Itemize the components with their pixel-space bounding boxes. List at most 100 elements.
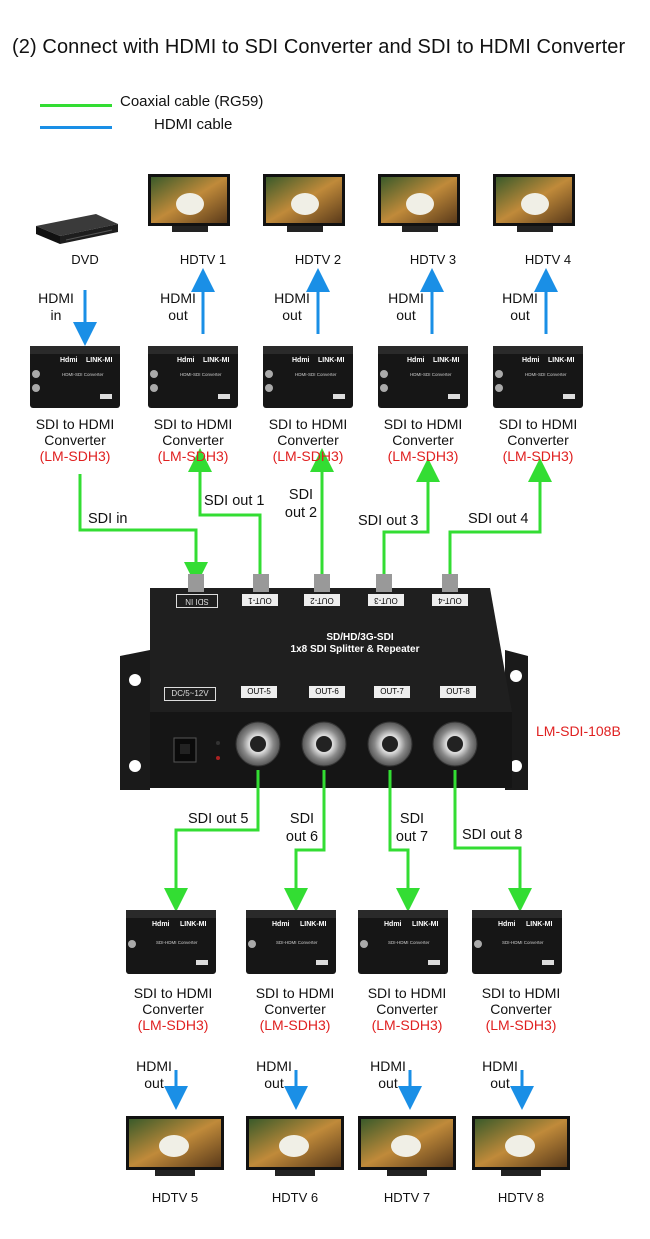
- svg-text:Hdmi: Hdmi: [498, 921, 516, 928]
- converter-label-top-1: SDI to HDMI Converter (LM-SDH3): [35, 416, 115, 464]
- svg-text:LINK-MI: LINK-MI: [300, 921, 326, 928]
- legend-coax-label: Coaxial cable (RG59): [120, 93, 264, 110]
- legend-hdmi-label: HDMI cable: [154, 116, 233, 133]
- svg-text:LINK-MI: LINK-MI: [433, 357, 459, 364]
- converter-icon-bottom-4: Hdmi LINK-MI SDI-HDMI Converter: [472, 910, 562, 974]
- svg-text:HDMI-SDI Converter: HDMI-SDI Converter: [410, 372, 452, 377]
- sdi-in-label: SDI in: [88, 511, 128, 527]
- converter-label-top-2: SDI to HDMI Converter (LM-SDH3): [153, 416, 233, 464]
- splitter-port-sdi-in: SDI IN: [176, 594, 218, 608]
- svg-text:Hdmi: Hdmi: [292, 357, 310, 364]
- splitter-port-out5: OUT-5: [241, 686, 277, 698]
- tv-icon-hdtv8: [472, 1116, 570, 1176]
- svg-text:HDMI-SDI Converter: HDMI-SDI Converter: [180, 372, 222, 377]
- svg-text:LINK-MI: LINK-MI: [412, 921, 438, 928]
- sdi-out8-label: SDI out 8: [462, 827, 523, 843]
- sdi-out1-label: SDI out 1: [204, 493, 265, 509]
- converter-icon-top-2: Hdmi LINK-MI HDMI-SDI Converter: [148, 346, 238, 408]
- dvd-player-icon: [36, 214, 118, 244]
- tv-icon-hdtv2: [263, 174, 345, 232]
- hdmi-in-label: HDMI in: [38, 290, 74, 323]
- splitter-title-line1: SD/HD/3G-SDI: [326, 632, 394, 643]
- tv-icon-hdtv1: [148, 174, 230, 232]
- svg-text:Hdmi: Hdmi: [60, 357, 78, 364]
- sdi-out2-label: SDI out 2: [284, 487, 318, 521]
- svg-text:Hdmi: Hdmi: [407, 357, 425, 364]
- converter-icon-bottom-1: Hdmi LINK-MI SDI-HDMI Converter: [126, 910, 216, 974]
- converter-label-top-3: SDI to HDMI Converter (LM-SDH3): [268, 416, 348, 464]
- svg-text:HDMI-SDI Converter: HDMI-SDI Converter: [295, 372, 337, 377]
- tv-icon-hdtv4: [493, 174, 575, 232]
- page-title: (2) Connect with HDMI to SDI Converter a…: [12, 36, 626, 58]
- converter-icon-top-5: Hdmi LINK-MI HDMI-SDI Converter: [493, 346, 583, 408]
- hdtv7-label: HDTV 7: [383, 1190, 431, 1205]
- hdtv2-label: HDTV 2: [294, 252, 342, 267]
- splitter-port-out7: OUT-7: [374, 686, 410, 698]
- hdmi-out-label-8: HDMI out: [482, 1058, 518, 1091]
- converter-icon-top-4: Hdmi LINK-MI HDMI-SDI Converter: [378, 346, 468, 408]
- converter-icon-top-1: Hdmi LINK-MI HDMI-SDI Converter: [30, 346, 120, 408]
- converter-label-bottom-1: SDI to HDMI Converter (LM-SDH3): [133, 985, 213, 1033]
- svg-text:Hdmi: Hdmi: [384, 921, 402, 928]
- svg-text:LINK-MI: LINK-MI: [318, 357, 344, 364]
- hdmi-out-label-6: HDMI out: [256, 1058, 292, 1091]
- svg-text:Hdmi: Hdmi: [272, 921, 290, 928]
- splitter-port-out6: OUT-6: [309, 686, 345, 698]
- converter-label-top-5: SDI to HDMI Converter (LM-SDH3): [498, 416, 578, 464]
- svg-text:LINK-MI: LINK-MI: [203, 357, 229, 364]
- hdtv1-label: HDTV 1: [179, 252, 227, 267]
- hdmi-out-label-2: HDMI out: [274, 290, 310, 323]
- sdi-out4-label: SDI out 4: [468, 511, 529, 527]
- hdtv5-label: HDTV 5: [151, 1190, 199, 1205]
- hdtv4-label: HDTV 4: [524, 252, 572, 267]
- tv-icon-hdtv5: [126, 1116, 224, 1176]
- splitter-power-label: DC/5~12V: [164, 687, 216, 701]
- hdtv8-label: HDTV 8: [497, 1190, 545, 1205]
- tv-icon-hdtv7: [358, 1116, 456, 1176]
- hdmi-out-label-7: HDMI out: [370, 1058, 406, 1091]
- hdmi-out-label-3: HDMI out: [388, 290, 424, 323]
- svg-text:HDMI-SDI Converter: HDMI-SDI Converter: [525, 372, 567, 377]
- svg-text:SDI-HDMI Converter: SDI-HDMI Converter: [156, 940, 198, 945]
- hdmi-out-label-5: HDMI out: [136, 1058, 172, 1091]
- legend-coax-line: [40, 104, 112, 107]
- splitter-port-out8: OUT-8: [440, 686, 476, 698]
- svg-text:SDI-HDMI Converter: SDI-HDMI Converter: [388, 940, 430, 945]
- hdmi-out-label-1: HDMI out: [160, 290, 196, 323]
- splitter-port-out1: OUT-1: [242, 594, 278, 606]
- svg-text:LINK-MI: LINK-MI: [180, 921, 206, 928]
- dvd-label: DVD: [71, 252, 99, 267]
- converter-label-bottom-4: SDI to HDMI Converter (LM-SDH3): [481, 985, 561, 1033]
- svg-text:LINK-MI: LINK-MI: [548, 357, 574, 364]
- splitter-device-icon: [120, 574, 528, 790]
- svg-text:SDI-HDMI Converter: SDI-HDMI Converter: [276, 940, 318, 945]
- converter-icon-bottom-2: Hdmi LINK-MI SDI-HDMI Converter: [246, 910, 336, 974]
- svg-text:LINK-MI: LINK-MI: [526, 921, 552, 928]
- sdi-out6-label: SDI out 6: [285, 811, 319, 845]
- svg-text:Hdmi: Hdmi: [177, 357, 195, 364]
- hdtv6-label: HDTV 6: [271, 1190, 319, 1205]
- legend-hdmi-line: [40, 126, 112, 129]
- converter-label-bottom-2: SDI to HDMI Converter (LM-SDH3): [255, 985, 335, 1033]
- sdi-out3-label: SDI out 3: [358, 513, 419, 529]
- converter-label-bottom-3: SDI to HDMI Converter (LM-SDH3): [367, 985, 447, 1033]
- svg-text:Hdmi: Hdmi: [522, 357, 540, 364]
- hdtv3-label: HDTV 3: [409, 252, 457, 267]
- splitter-port-out2: OUT-2: [304, 594, 340, 606]
- sdi-out5-label: SDI out 5: [188, 811, 249, 827]
- svg-text:LINK-MI: LINK-MI: [86, 357, 112, 364]
- svg-text:HDMI-SDI Converter: HDMI-SDI Converter: [62, 372, 104, 377]
- converter-icon-bottom-3: Hdmi LINK-MI SDI-HDMI Converter: [358, 910, 448, 974]
- converter-label-top-4: SDI to HDMI Converter (LM-SDH3): [383, 416, 463, 464]
- sdi-out7-label: SDI out 7: [395, 811, 429, 845]
- tv-icon-hdtv6: [246, 1116, 344, 1176]
- splitter-model-label: LM-SDI-108B: [536, 723, 621, 739]
- splitter-title-line2: 1x8 SDI Splitter & Repeater: [290, 644, 420, 655]
- tv-icon-hdtv3: [378, 174, 460, 232]
- converter-icon-top-3: Hdmi LINK-MI HDMI-SDI Converter: [263, 346, 353, 408]
- svg-text:SDI-HDMI Converter: SDI-HDMI Converter: [502, 940, 544, 945]
- splitter-port-out4: OUT-4: [432, 594, 468, 606]
- svg-text:Hdmi: Hdmi: [152, 921, 170, 928]
- splitter-port-out3: OUT-3: [368, 594, 404, 606]
